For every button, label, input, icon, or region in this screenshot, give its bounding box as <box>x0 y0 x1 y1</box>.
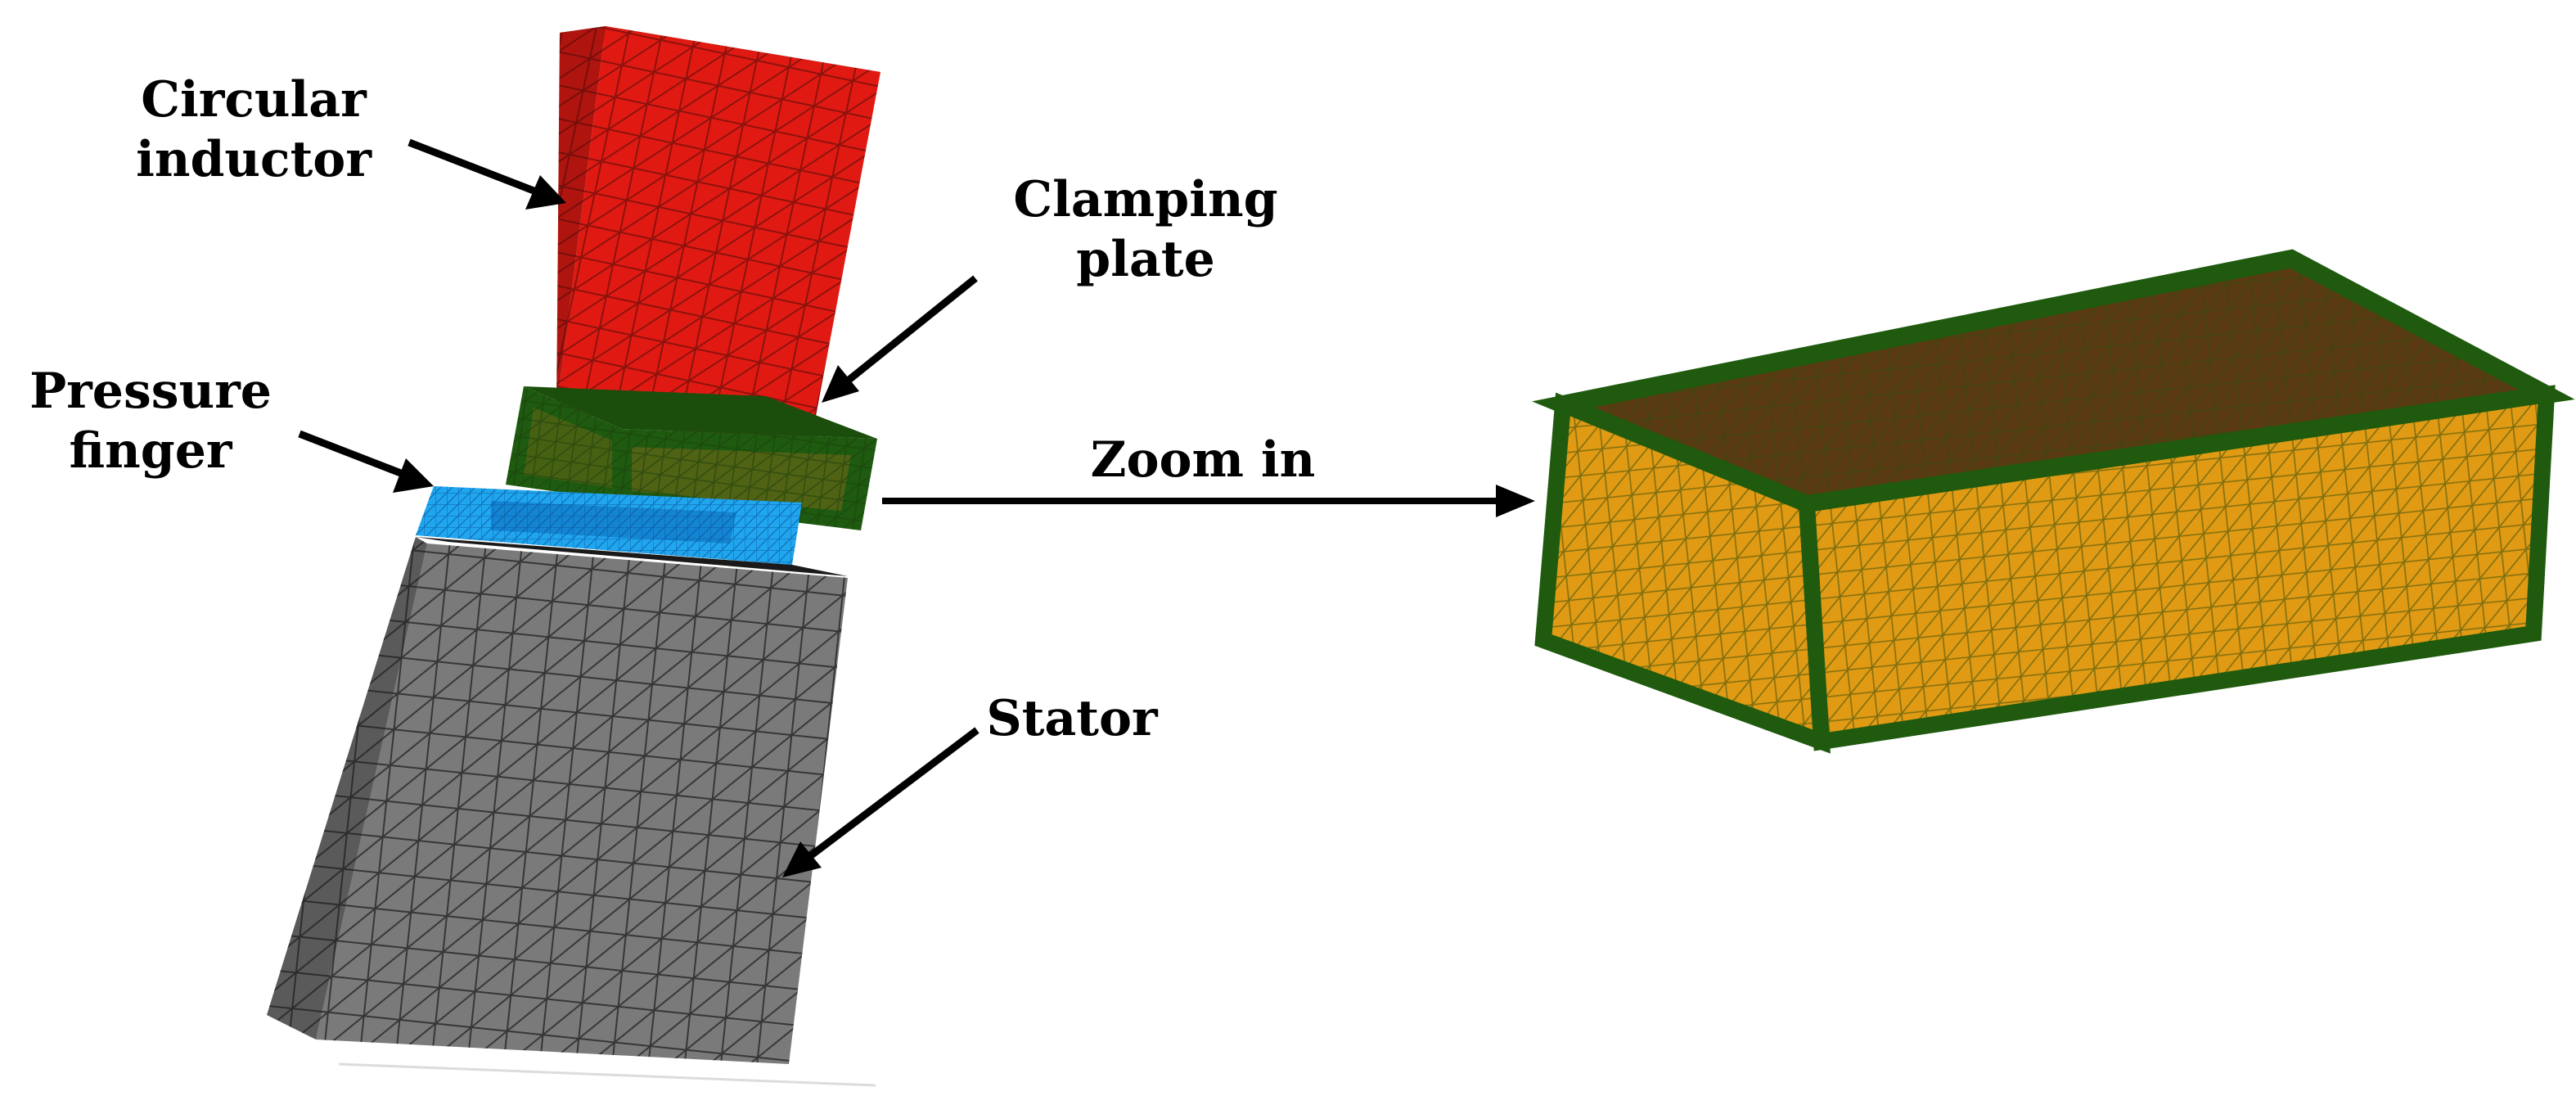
plate-top-face <box>524 386 877 439</box>
arrow-icon <box>298 430 434 493</box>
label-clamping-plate: Clamping plate <box>1013 171 1278 289</box>
zoomed-clamping-plate <box>1532 249 2575 754</box>
label-zoom-in: Zoom in <box>1090 431 1316 489</box>
circular-inductor-block <box>556 26 880 455</box>
stator-block <box>267 537 876 1087</box>
stator-top-edge <box>416 537 848 576</box>
label-circular-inductor: Circular inductor <box>136 71 372 189</box>
pressure-finger-block <box>416 486 802 565</box>
arrow-icon <box>408 138 566 210</box>
label-stator: Stator <box>986 690 1158 747</box>
arrow-icon <box>782 727 980 877</box>
label-pressure-finger: Pressure finger <box>29 363 272 480</box>
clamping-plate-block <box>506 386 877 530</box>
arrow-icon <box>822 275 978 403</box>
arrow-icon <box>882 485 1535 517</box>
